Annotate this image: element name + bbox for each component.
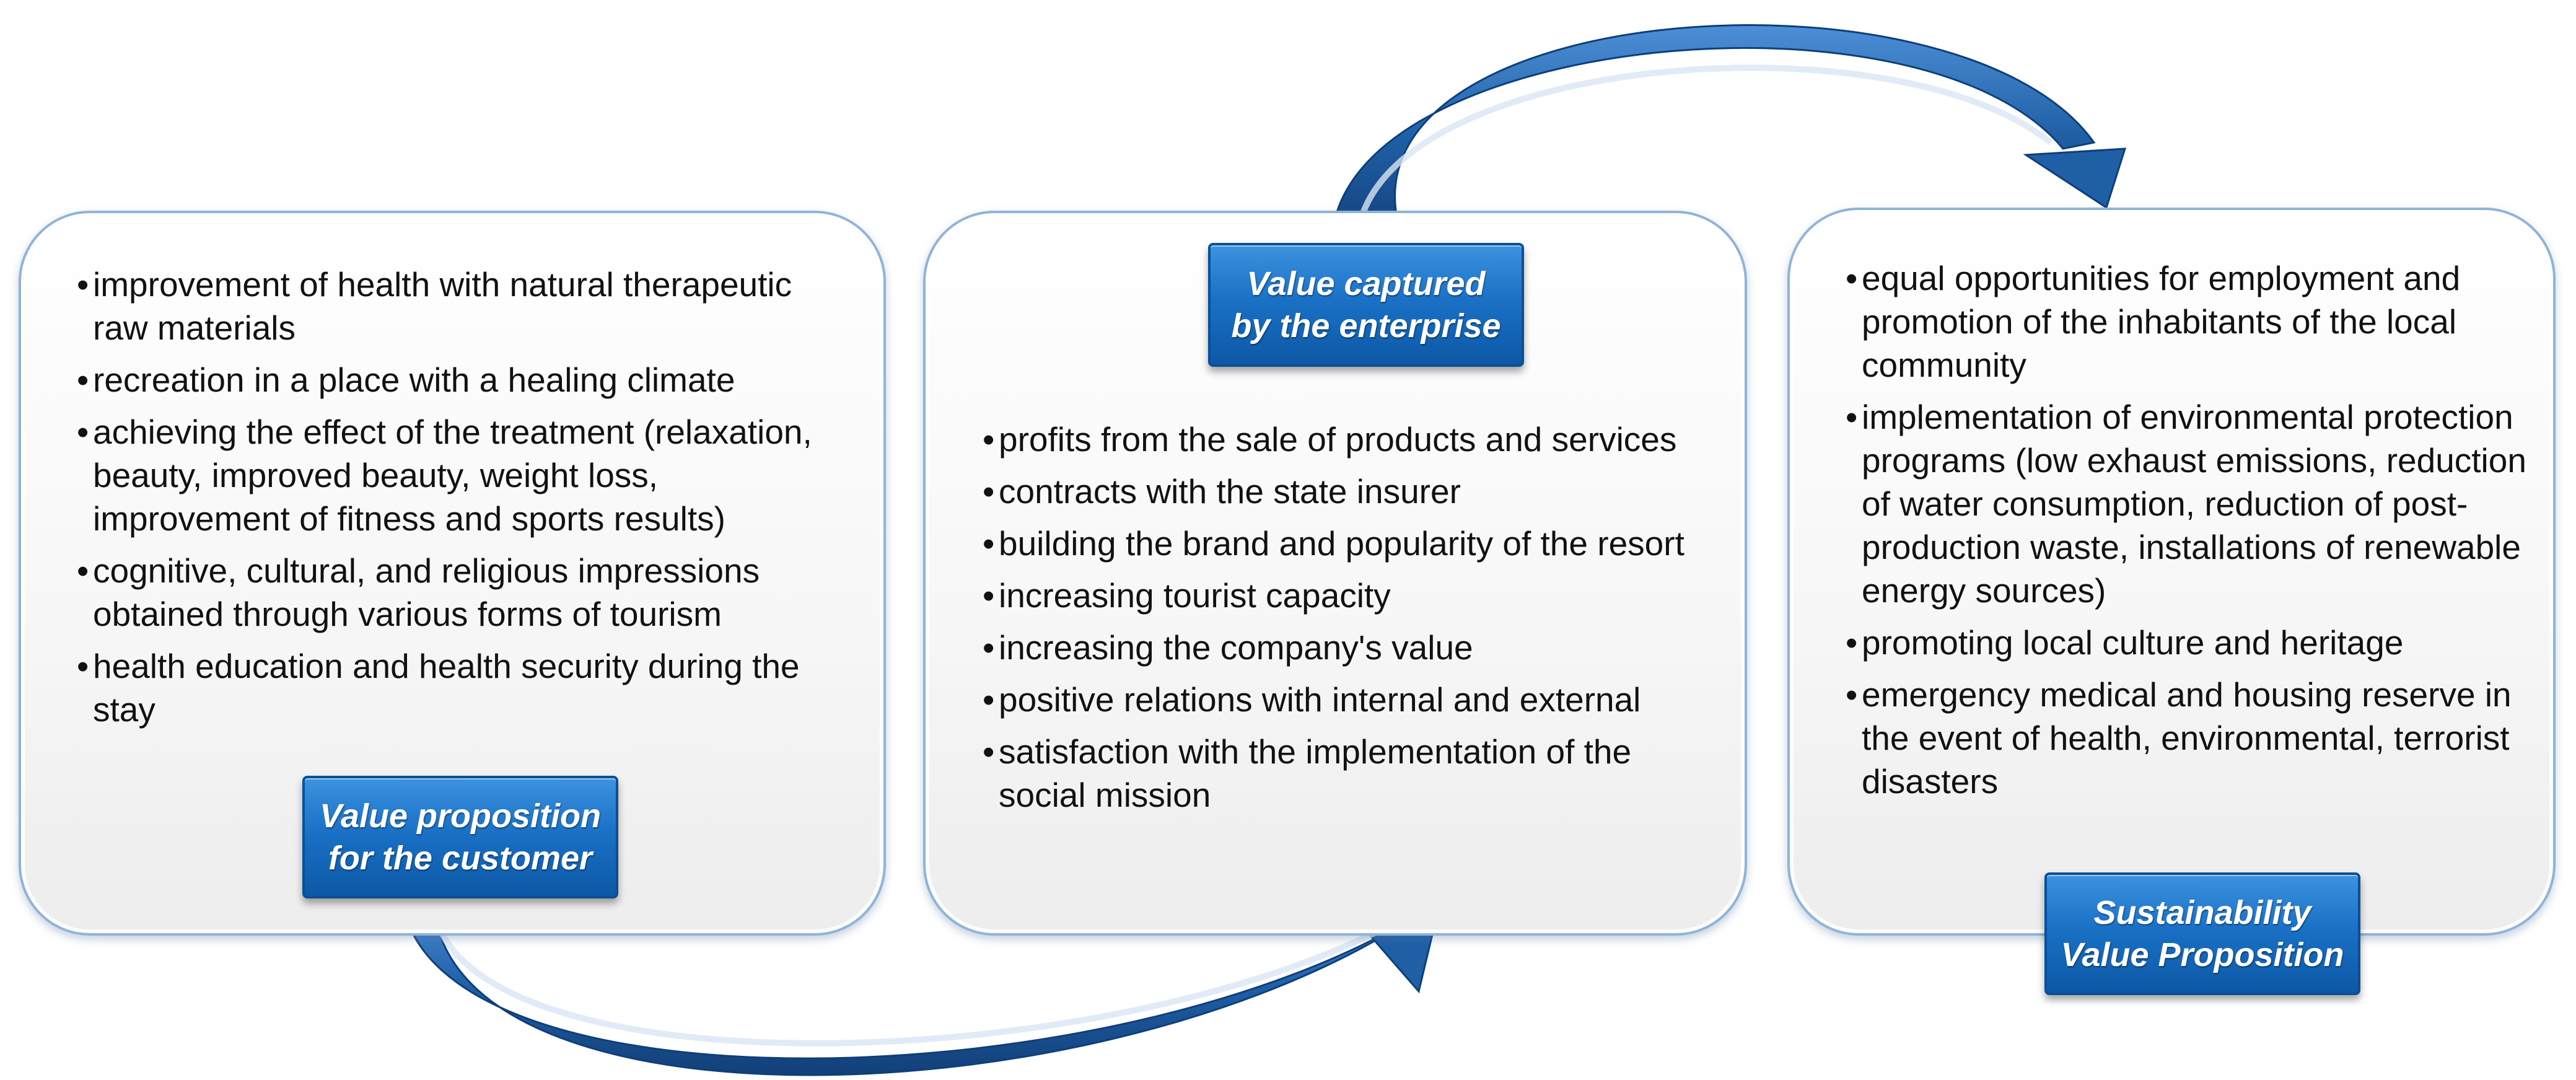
enterprise-value-label: Value captured by the enterprise bbox=[1208, 243, 1524, 367]
list-item: increasing the company's value bbox=[975, 626, 1694, 669]
list-item: implementation of environmental protecti… bbox=[1838, 395, 2532, 612]
list-item: equal opportunities for employment and p… bbox=[1838, 257, 2532, 387]
label-line: Value proposition bbox=[319, 797, 602, 835]
list-item: health education and health security dur… bbox=[69, 644, 850, 731]
list-item: positive relations with internal and ext… bbox=[975, 678, 1694, 721]
list-item: emergency medical and housing reserve in… bbox=[1838, 673, 2532, 803]
enterprise-value-list: profits from the sale of products and se… bbox=[975, 418, 1694, 825]
sustainability-value-panel: equal opportunities for employment and p… bbox=[1787, 208, 2556, 936]
sustainability-value-list: equal opportunities for employment and p… bbox=[1838, 257, 2532, 812]
list-item: achieving the effect of the treatment (r… bbox=[69, 410, 850, 540]
list-item: recreation in a place with a healing cli… bbox=[69, 358, 850, 402]
enterprise-value-panel: profits from the sale of products and se… bbox=[923, 211, 1747, 936]
label-line: by the enterprise bbox=[1231, 307, 1501, 345]
customer-value-list: improvement of health with natural thera… bbox=[69, 263, 850, 740]
list-item: satisfaction with the implementation of … bbox=[975, 730, 1694, 817]
list-item: profits from the sale of products and se… bbox=[975, 418, 1694, 461]
label-line: for the customer bbox=[328, 840, 593, 877]
list-item: improvement of health with natural thera… bbox=[69, 263, 850, 349]
customer-value-panel: improvement of health with natural thera… bbox=[19, 211, 886, 936]
arrowhead-sustainability bbox=[2023, 147, 2127, 209]
label-line: Value captured bbox=[1246, 265, 1486, 302]
curved-arrow-enterprise-to-sustainability bbox=[1331, 24, 2096, 249]
list-item: building the brand and popularity of the… bbox=[975, 522, 1694, 565]
label-line: Value Proposition bbox=[2061, 936, 2344, 973]
sustainability-value-label: Sustainability Value Proposition bbox=[2044, 872, 2360, 995]
list-item: cognitive, cultural, and religious impre… bbox=[69, 549, 850, 636]
customer-value-label: Value proposition for the customer bbox=[302, 776, 618, 898]
list-item: increasing tourist capacity bbox=[975, 574, 1694, 617]
label-line: Sustainability bbox=[2093, 894, 2311, 931]
list-item: contracts with the state insurer bbox=[975, 470, 1694, 513]
list-item: promoting local culture and heritage bbox=[1838, 621, 2532, 664]
